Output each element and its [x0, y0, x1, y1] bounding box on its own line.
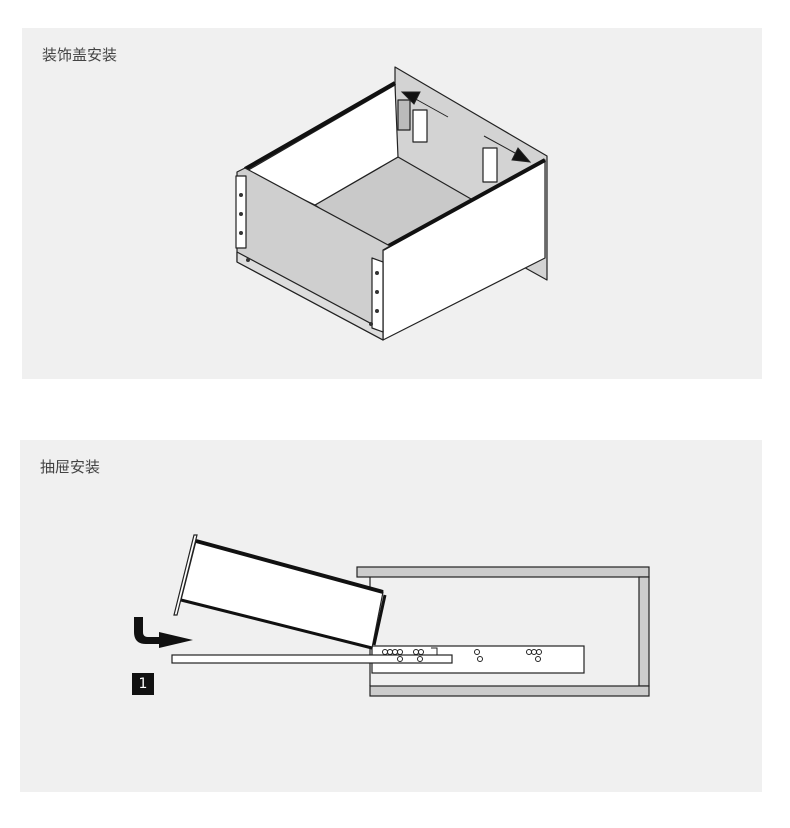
- bottom-strip: [236, 251, 384, 341]
- cover-clip-left: [412, 109, 428, 143]
- section-title: 装饰盖安装: [42, 46, 118, 64]
- tilted-drawer: [180, 540, 384, 649]
- decor-cover-install-panel: 装饰盖安装: [22, 28, 762, 379]
- slide-holes: [382, 647, 542, 662]
- arrow-icon: [400, 91, 532, 163]
- drawer-isometric-illustration: [235, 66, 548, 341]
- section-title: 抽屉安装: [40, 458, 101, 476]
- drawer-install-panel: 抽屉安装 1: [20, 440, 762, 792]
- drawer-front: [173, 534, 198, 616]
- insert-arrow-icon: [134, 617, 193, 648]
- cover-clip-right: [482, 147, 498, 183]
- cabinet-top: [356, 566, 650, 578]
- floor-rail: [171, 654, 453, 664]
- cabinet-right: [638, 576, 650, 687]
- right-end-cap: [371, 257, 384, 333]
- bracket-left: [397, 99, 411, 131]
- cabinet-bottom: [369, 685, 650, 697]
- screw-holes: [239, 193, 379, 326]
- drawer-insertion-illustration: [134, 534, 650, 697]
- step-badge: 1: [132, 673, 154, 695]
